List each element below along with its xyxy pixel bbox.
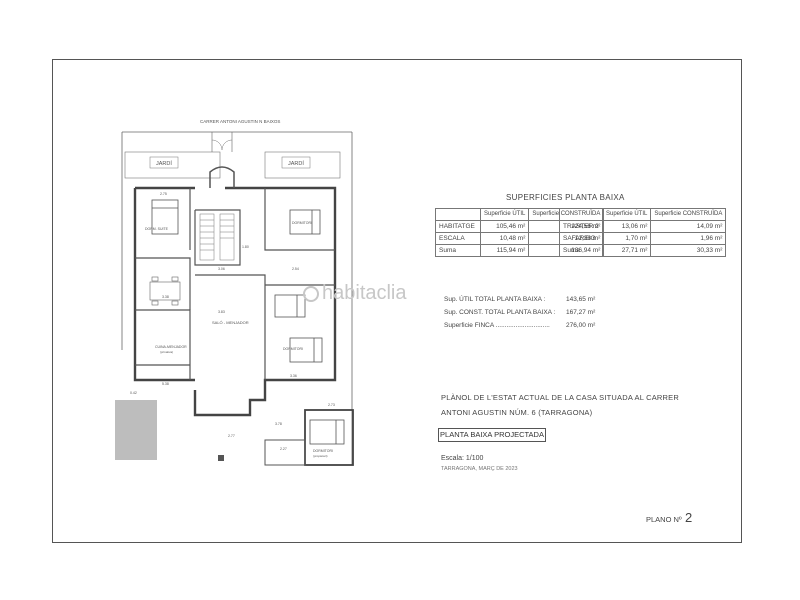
table-cell: Suma <box>559 244 603 257</box>
table-cell: 30,33 m² <box>650 244 727 257</box>
place-date: TARRAGONA, MARÇ DE 2023 <box>441 466 518 472</box>
dim-label: 5.38 <box>162 382 169 386</box>
annex-bedroom <box>304 409 354 466</box>
table-cell: 105,46 m² <box>479 220 530 233</box>
dim-label: 3.06 <box>218 267 225 271</box>
dim-label: 2.27 <box>280 447 287 451</box>
table-header: Superficie CONSTRUÏDA <box>650 208 727 221</box>
drain-mark <box>218 455 224 461</box>
dim-label: 3.38 <box>162 295 169 299</box>
table-cell: 10,48 m² <box>479 232 530 245</box>
dim-label: 1.80 <box>242 245 249 249</box>
dim-label: 0.42 <box>130 391 137 395</box>
dim-label: 2.73 <box>328 403 335 407</box>
room-label-salo: SALÓ - MENJADOR <box>212 320 249 325</box>
total-built-label: Sup. CONST. TOTAL PLANTA BAIXA : <box>444 309 556 316</box>
beds <box>151 199 345 445</box>
dining-table <box>149 276 181 306</box>
total-useful-label: Sup. ÚTIL TOTAL PLANTA BAIXA : <box>444 296 546 303</box>
table-cell: 1,70 m² <box>601 232 652 245</box>
entrance-walls <box>211 132 233 152</box>
dim-label: 2.77 <box>228 434 235 438</box>
watermark-icon <box>303 286 319 302</box>
room-label-cuina-sub: (privativa) <box>160 350 173 354</box>
dim-label: 3.78 <box>275 422 282 426</box>
table-header: Superficie ÚTIL <box>601 208 652 221</box>
table-cell: HABITATGE <box>435 220 481 233</box>
table-cell: 115,94 m² <box>479 244 530 257</box>
table-row: SAFAREIG 1,70 m² 1,96 m² <box>559 232 727 245</box>
dim-label: 3.83 <box>218 310 225 314</box>
table-header <box>435 208 481 221</box>
surfaces-table-annex: Superficie ÚTIL Superficie CONSTRUÏDA TR… <box>559 208 727 257</box>
plan-title-line1: PLÀNOL DE L'ESTAT ACTUAL DE LA CASA SITU… <box>441 393 679 402</box>
table-cell: TRASTER 2 <box>559 220 603 233</box>
dim-label: 2.75 <box>160 192 167 196</box>
projected-floor-label: PLANTA BAIXA PROJECTADA <box>438 428 546 442</box>
annex-store <box>264 439 306 466</box>
room-label-cuina: CUINA-MENJADOR <box>155 345 187 349</box>
table-cell: 13,06 m² <box>601 220 652 233</box>
surfaces-title: SUPERFICIES PLANTA BAIXA <box>506 193 625 202</box>
table-cell: SAFAREIG <box>559 232 603 245</box>
garden-right <box>264 151 341 179</box>
floor-plan: CARRER ANTONI AGUSTIN N BAIXOS JARDÍ JAR… <box>115 119 354 466</box>
watermark-text: habitaclia <box>322 282 407 304</box>
street-label: CARRER ANTONI AGUSTIN N BAIXOS <box>200 119 280 124</box>
table-header <box>559 208 603 221</box>
garden-label-right: JARDÍ <box>288 160 304 167</box>
dim-label: 2.54 <box>292 267 299 271</box>
plano-label: PLANO Nº <box>646 515 682 524</box>
table-cell: 14,09 m² <box>650 220 727 233</box>
room-label-dorm-top-right: DORMITORI <box>292 221 312 225</box>
table-row: Suma 27,71 m² 30,33 m² <box>559 244 727 257</box>
total-useful-value: 143,65 m² <box>566 296 596 303</box>
room-label-dorm-bottom: DORMITORI <box>313 449 333 453</box>
garden-label-box-right <box>281 156 311 169</box>
sheet-frame <box>52 59 742 543</box>
garden-left <box>124 151 221 179</box>
table-cell: 1,96 m² <box>650 232 727 245</box>
interior-walls <box>135 188 335 380</box>
garden-label-box-left <box>149 156 179 169</box>
room-label-dorm-mid-right: DORMITORI <box>283 347 303 351</box>
plot-area-value: 276,00 m² <box>566 322 596 329</box>
table-cell: ESCALA <box>435 232 481 245</box>
plan-title-line2: ANTONI AGUSTIN NÚM. 6 (TARRAGONA) <box>441 408 593 417</box>
plot-area-label: Superficie FINCA .......................… <box>444 322 550 329</box>
total-built-value: 167,27 m² <box>566 309 596 316</box>
room-label-dorm-bottom-sub: (propietari) <box>313 454 328 458</box>
staircase <box>199 213 235 261</box>
room-label-dorm-suite: DORM. SUITE <box>145 227 169 231</box>
table-header: Superficie ÚTIL <box>479 208 530 221</box>
entrance-door-swing <box>211 139 233 151</box>
scale-label: Escala: 1/100 <box>441 455 484 462</box>
garden-label-left: JARDÍ <box>156 160 172 167</box>
table-row: TRASTER 2 13,06 m² 14,09 m² <box>559 220 727 233</box>
entry-porch <box>209 166 235 188</box>
patio-hatch <box>115 400 157 460</box>
exterior-walls <box>133 186 337 417</box>
plano-number: 2 <box>685 510 693 525</box>
table-cell: 27,71 m² <box>601 244 652 257</box>
table-cell: Suma <box>435 244 481 257</box>
dim-label: 3.36 <box>290 374 297 378</box>
